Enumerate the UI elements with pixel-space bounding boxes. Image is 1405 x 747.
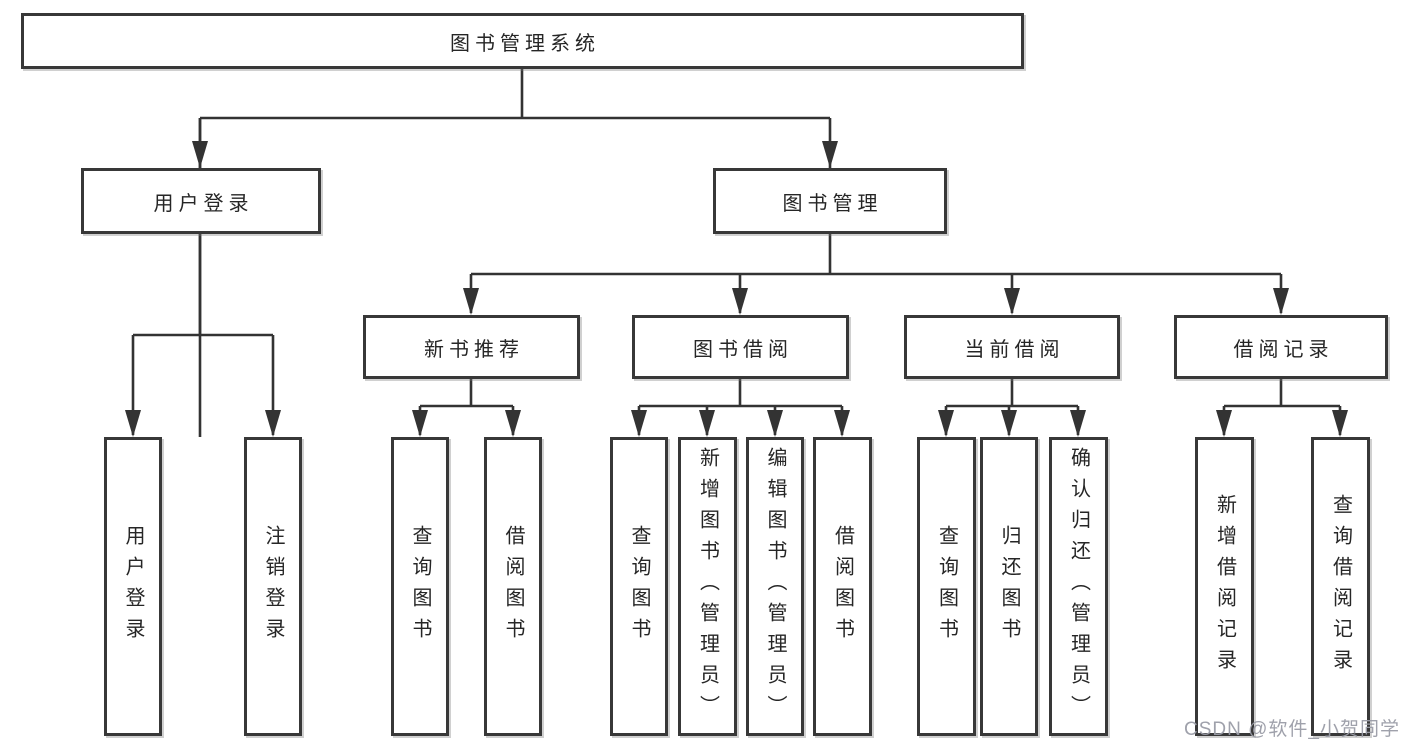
- leaf-recommend-borrow-book-label: 借阅图书: [502, 524, 524, 649]
- connector-paths: [131, 68, 1342, 437]
- connector-new-book: [418, 379, 515, 435]
- arrowheads: [125, 141, 1348, 437]
- arrowhead: [834, 410, 850, 437]
- leaf-confirm-return-admin: 确认归还（管理员）: [1049, 437, 1108, 736]
- leaf-recommend-query-book-label: 查询图书: [409, 524, 431, 649]
- node-book-borrow-label: 图书借阅: [693, 338, 793, 361]
- arrowhead: [1332, 410, 1348, 437]
- arrowhead: [699, 410, 715, 437]
- leaf-logout-label: 注销登录: [262, 524, 284, 649]
- leaf-logout: 注销登录: [244, 437, 302, 736]
- node-new-book-recommend: 新书推荐: [363, 315, 580, 379]
- node-root-label: 图书管理系统: [450, 32, 600, 55]
- leaf-current-query-book: 查询图书: [917, 437, 976, 736]
- arrowhead: [822, 141, 838, 168]
- connector-borrow-records: [1222, 379, 1342, 435]
- arrowhead: [1273, 288, 1289, 315]
- leaf-user-login: 用户登录: [104, 437, 162, 736]
- arrowhead: [732, 288, 748, 315]
- node-user-login-label: 用户登录: [153, 192, 254, 215]
- leaf-edit-book-admin-label: 编辑图书（管理员）: [764, 447, 786, 726]
- arrowhead: [767, 410, 783, 437]
- arrowhead: [1001, 410, 1017, 437]
- node-borrow-records: 借阅记录: [1174, 315, 1388, 379]
- leaf-edit-book-admin: 编辑图书（管理员）: [746, 437, 804, 736]
- leaf-current-query-book-label: 查询图书: [935, 524, 958, 649]
- leaf-confirm-return-admin-label: 确认归还（管理员）: [1067, 447, 1090, 726]
- arrowhead: [505, 410, 521, 437]
- leaf-add-book-admin: 新增图书（管理员）: [678, 437, 737, 736]
- node-book-management-label: 图书管理: [782, 192, 883, 215]
- connector-book-management: [469, 234, 1283, 313]
- leaf-query-borrow-record: 查询借阅记录: [1311, 437, 1370, 736]
- arrowhead: [1216, 410, 1232, 437]
- node-book-management: 图书管理: [713, 168, 947, 234]
- leaf-borrow-book: 借阅图书: [813, 437, 872, 736]
- node-borrow-records-label: 借阅记录: [1233, 338, 1334, 361]
- arrowhead: [412, 410, 428, 437]
- node-user-login: 用户登录: [81, 168, 321, 234]
- node-current-borrow: 当前借阅: [904, 315, 1120, 379]
- leaf-user-login-label: 用户登录: [122, 524, 144, 649]
- node-new-book-recommend-label: 新书推荐: [424, 338, 524, 361]
- node-book-borrow: 图书借阅: [632, 315, 849, 379]
- arrowhead: [192, 141, 208, 168]
- node-root: 图书管理系统: [21, 13, 1024, 69]
- leaf-return-book: 归还图书: [980, 437, 1038, 736]
- leaf-borrow-query-book: 查询图书: [610, 437, 668, 736]
- arrowhead: [1070, 410, 1086, 437]
- arrowhead: [631, 410, 647, 437]
- arrowhead: [265, 410, 281, 437]
- csdn-watermark: CSDN @软件_小贺同学: [1184, 719, 1400, 740]
- leaf-recommend-query-book: 查询图书: [391, 437, 449, 736]
- leaf-borrow-book-label: 借阅图书: [831, 524, 854, 649]
- arrowhead: [1004, 288, 1020, 315]
- connector-user-login: [131, 234, 275, 435]
- arrowhead: [938, 410, 954, 437]
- connector-book-borrow: [637, 379, 844, 435]
- arrowhead: [125, 410, 141, 437]
- leaf-add-borrow-record: 新增借阅记录: [1195, 437, 1254, 736]
- leaf-recommend-borrow-book: 借阅图书: [484, 437, 542, 736]
- leaf-return-book-label: 归还图书: [998, 524, 1020, 649]
- arrowhead: [463, 288, 479, 315]
- node-current-borrow-label: 当前借阅: [964, 338, 1065, 361]
- leaf-add-borrow-record-label: 新增借阅记录: [1213, 493, 1236, 680]
- leaf-add-book-admin-label: 新增图书（管理员）: [696, 447, 719, 726]
- leaf-borrow-query-book-label: 查询图书: [628, 524, 650, 649]
- connector-root: [198, 68, 832, 437]
- leaf-query-borrow-record-label: 查询借阅记录: [1329, 493, 1352, 680]
